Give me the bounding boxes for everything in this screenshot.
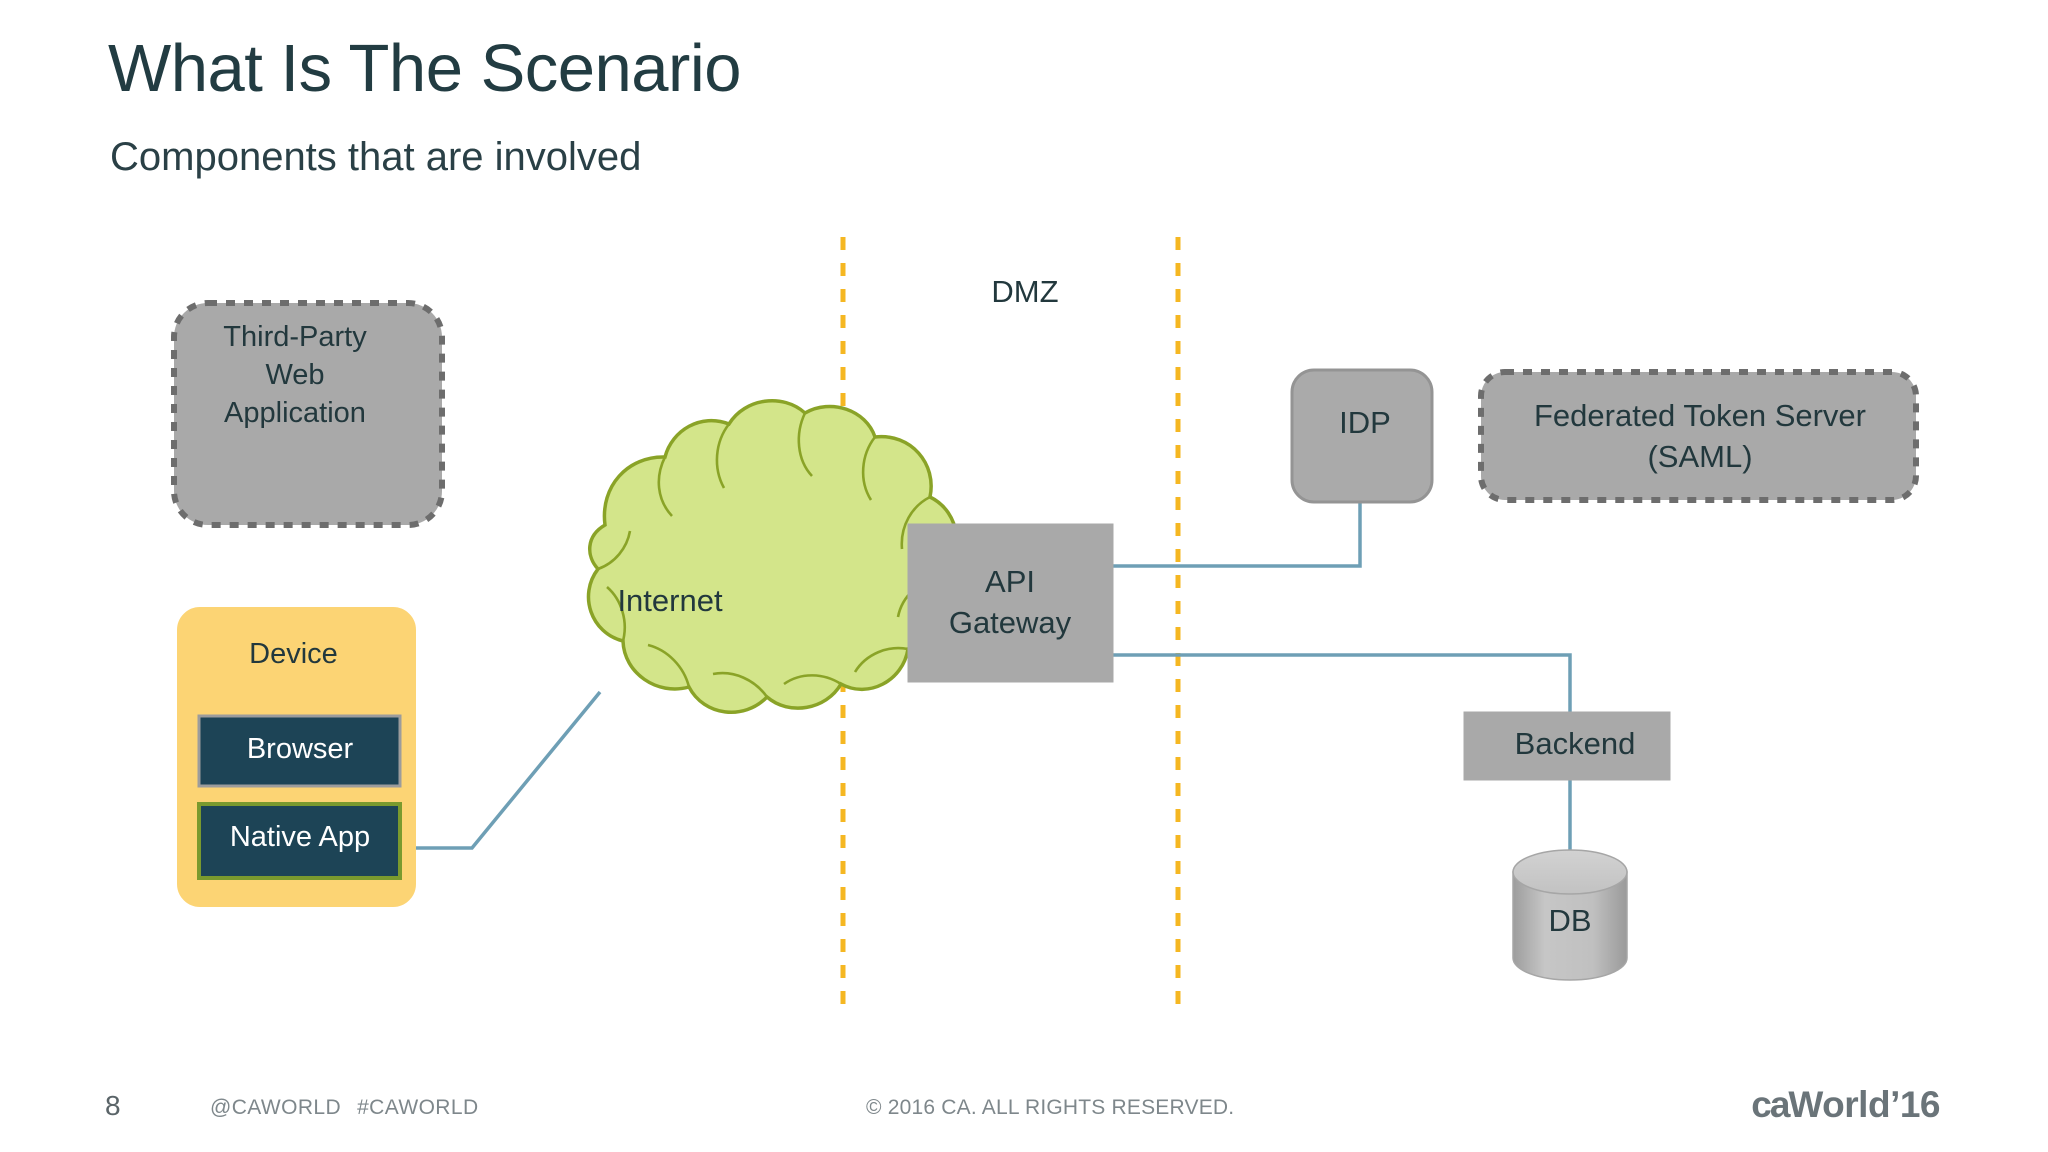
- node-backend[interactable]: [1463, 711, 1671, 781]
- node-idp[interactable]: [1290, 368, 1434, 504]
- connector-nativeapp-internet: [401, 690, 602, 850]
- node-native-app[interactable]: [197, 802, 402, 880]
- page-title: What Is The Scenario: [108, 31, 742, 106]
- node-internet-cloud[interactable]: [586, 398, 959, 714]
- node-browser[interactable]: [197, 714, 402, 788]
- copyright-notice: © 2016 CA. ALL RIGHTS RESERVED.: [866, 1096, 1235, 1119]
- page-subtitle: Components that are involved: [110, 135, 642, 179]
- social-hashtag: #CAWORLD: [357, 1096, 479, 1119]
- node-federated-token-server[interactable]: [1478, 369, 1919, 503]
- logo-ca-text: ca: [1751, 1084, 1790, 1125]
- page-number: 8: [105, 1090, 121, 1121]
- social-handle: @CAWORLD: [210, 1096, 342, 1119]
- ca-world-logo: caWorld’16: [1751, 1084, 1940, 1126]
- social-tags: @CAWORLD #CAWORLD: [210, 1096, 479, 1120]
- logo-year-text: ’16: [1890, 1084, 1940, 1125]
- node-database[interactable]: [1512, 849, 1628, 981]
- node-third-party-web-application[interactable]: [171, 300, 445, 528]
- connector-apigateway-backend: [1113, 653, 1572, 722]
- logo-world-text: World: [1788, 1084, 1891, 1125]
- connector-apigateway-idp: [1113, 500, 1362, 568]
- node-api-gateway[interactable]: [907, 523, 1114, 683]
